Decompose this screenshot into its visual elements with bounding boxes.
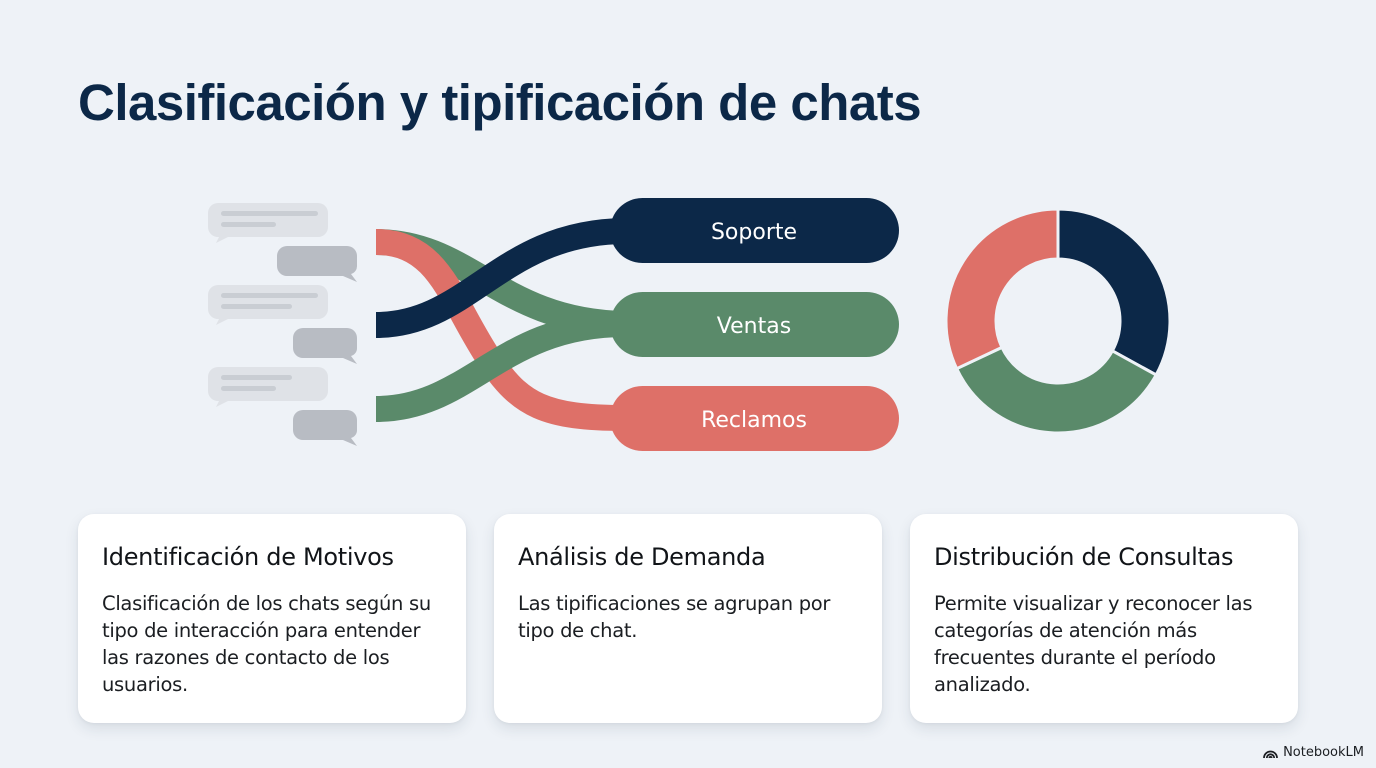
pill-label: Reclamos: [701, 408, 807, 433]
card-body: Las tipificaciones se agrupan por tipo d…: [518, 590, 858, 644]
card-line: Las tipificaciones se agrupan por: [518, 592, 831, 615]
card-title: Distribución de Consultas: [934, 543, 1234, 571]
card-line: tipo de chat.: [518, 619, 638, 642]
card-line: Clasificación de los chats según su: [102, 592, 431, 615]
brand-label: NotebookLM: [1283, 745, 1364, 760]
card-title: Identificación de Motivos: [102, 543, 394, 571]
card-distribucion-consultas: Distribución de Consultas Permite visual…: [910, 514, 1298, 723]
card-body: Permite visualizar y reconocer las categ…: [934, 590, 1274, 698]
pill-label: Ventas: [717, 314, 791, 339]
card-body: Clasificación de los chats según su tipo…: [102, 590, 442, 698]
card-line: frecuentes durante el período: [934, 646, 1216, 669]
category-pill-soporte: Soporte: [610, 198, 899, 263]
card-line: usuarios.: [102, 673, 188, 696]
classification-diagram: Soporte Ventas Reclamos: [208, 198, 1172, 451]
donut-slice-ventas: [954, 345, 1159, 435]
card-identificacion-motivos: Identificación de Motivos Clasificación …: [78, 514, 466, 723]
flow-ribbons: [375, 218, 626, 431]
notebooklm-brand: NotebookLM: [1263, 745, 1364, 760]
category-pill-ventas: Ventas: [610, 292, 899, 357]
donut-slice-soporte: [1056, 207, 1172, 377]
donut-chart: [944, 207, 1172, 435]
card-line: tipo de interacción para entender: [102, 619, 421, 642]
page-title: Clasificación y tipificación de chats: [78, 74, 922, 131]
donut-slice-reclamos: [944, 207, 1060, 371]
card-title: Análisis de Demanda: [518, 543, 766, 571]
card-analisis-demanda: Análisis de Demanda Las tipificaciones s…: [494, 514, 882, 723]
card-line: las razones de contacto de los: [102, 646, 390, 669]
chat-bubbles-icon: [208, 203, 358, 446]
category-pill-reclamos: Reclamos: [610, 386, 899, 451]
card-line: categorías de atención más: [934, 619, 1197, 642]
notebooklm-logo-icon: [1263, 750, 1278, 758]
pill-label: Soporte: [711, 220, 797, 245]
card-line: Permite visualizar y reconocer las: [934, 592, 1253, 615]
card-line: analizado.: [934, 673, 1031, 696]
